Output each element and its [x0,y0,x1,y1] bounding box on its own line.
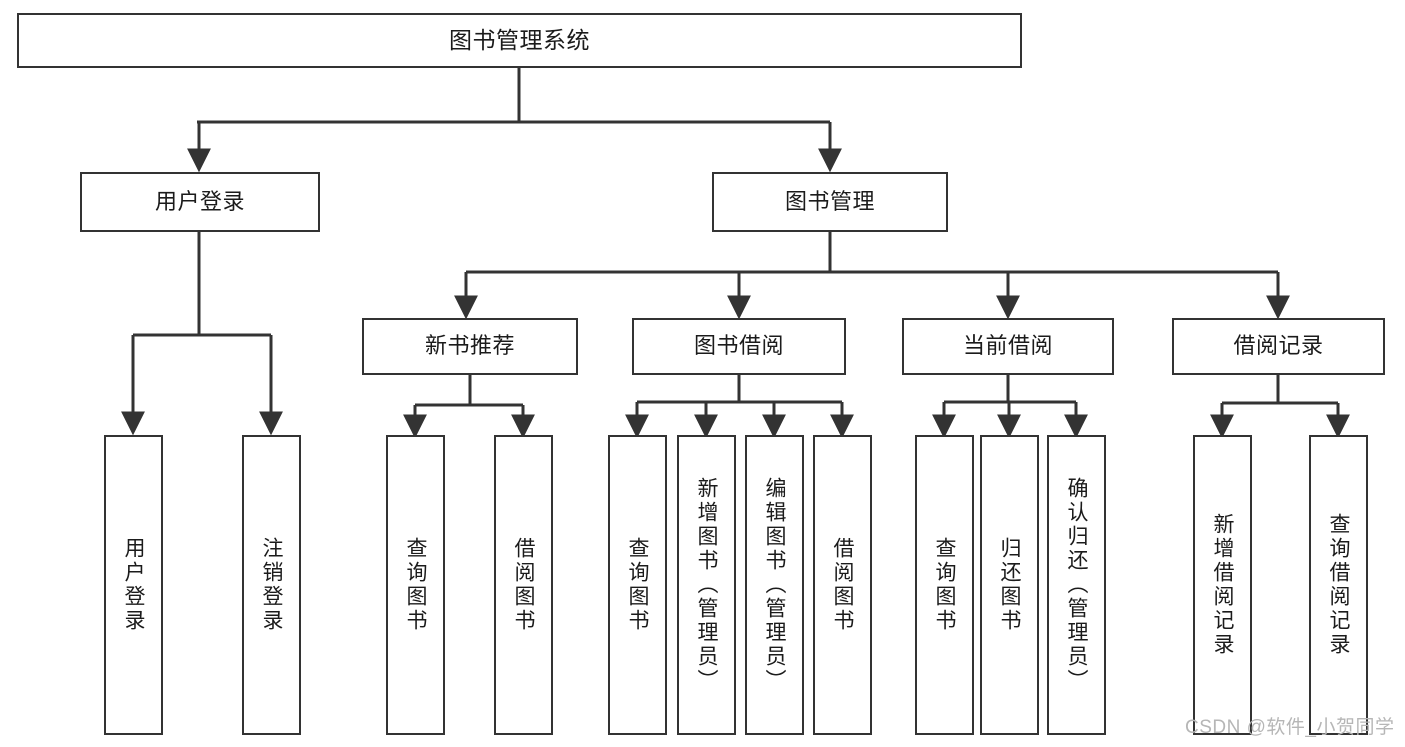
node-label: 新增借阅记录 [1211,513,1234,657]
node-book-borrow[interactable]: 图书借阅 [632,318,846,375]
node-label: 归还图书 [998,537,1021,633]
csdn-watermark: CSDN @软件_小贺同学 [1185,717,1395,738]
node-leaf-query-book-1[interactable]: 查询图书 [386,435,445,735]
node-label: 新书推荐 [424,333,515,359]
node-leaf-borrow-book-1[interactable]: 借阅图书 [494,435,553,735]
node-leaf-edit-book-admin[interactable]: 编辑图书（管理员） [745,435,804,735]
node-label: 用户登录 [154,188,245,214]
node-leaf-return-book[interactable]: 归还图书 [980,435,1039,735]
node-leaf-borrow-book-2[interactable]: 借阅图书 [813,435,872,735]
node-label: 编辑图书（管理员） [763,477,786,693]
node-label: 注销登录 [260,537,283,633]
node-leaf-query-book-3[interactable]: 查询图书 [915,435,974,735]
node-label: 新增图书（管理员） [695,477,718,693]
node-label: 借阅图书 [831,537,854,633]
node-leaf-logout-login[interactable]: 注销登录 [242,435,301,735]
node-label: 图书借阅 [693,333,784,359]
node-label: 当前借阅 [962,333,1053,359]
node-label: 图书管理 [784,188,875,214]
node-label: 用户登录 [122,537,145,633]
node-root-book-management-system[interactable]: 图书管理系统 [17,13,1022,68]
node-label: 查询图书 [933,537,956,633]
node-leaf-add-borrow-record[interactable]: 新增借阅记录 [1193,435,1252,735]
node-leaf-add-book-admin[interactable]: 新增图书（管理员） [677,435,736,735]
node-new-book-recommend[interactable]: 新书推荐 [362,318,578,375]
node-label: 借阅图书 [512,537,535,633]
node-leaf-user-login[interactable]: 用户登录 [104,435,163,735]
node-label: 查询图书 [626,537,649,633]
node-label: 借阅记录 [1233,333,1324,359]
node-book-management[interactable]: 图书管理 [712,172,948,232]
node-current-borrow[interactable]: 当前借阅 [902,318,1114,375]
node-label: 确认归还（管理员） [1065,477,1088,693]
node-leaf-confirm-return-admin[interactable]: 确认归还（管理员） [1047,435,1106,735]
node-label: 查询图书 [404,537,427,633]
node-borrow-record[interactable]: 借阅记录 [1172,318,1385,375]
node-leaf-query-book-2[interactable]: 查询图书 [608,435,667,735]
node-label: 图书管理系统 [449,26,590,53]
node-user-login[interactable]: 用户登录 [80,172,320,232]
node-leaf-query-borrow-record[interactable]: 查询借阅记录 [1309,435,1368,735]
node-label: 查询借阅记录 [1327,513,1350,657]
